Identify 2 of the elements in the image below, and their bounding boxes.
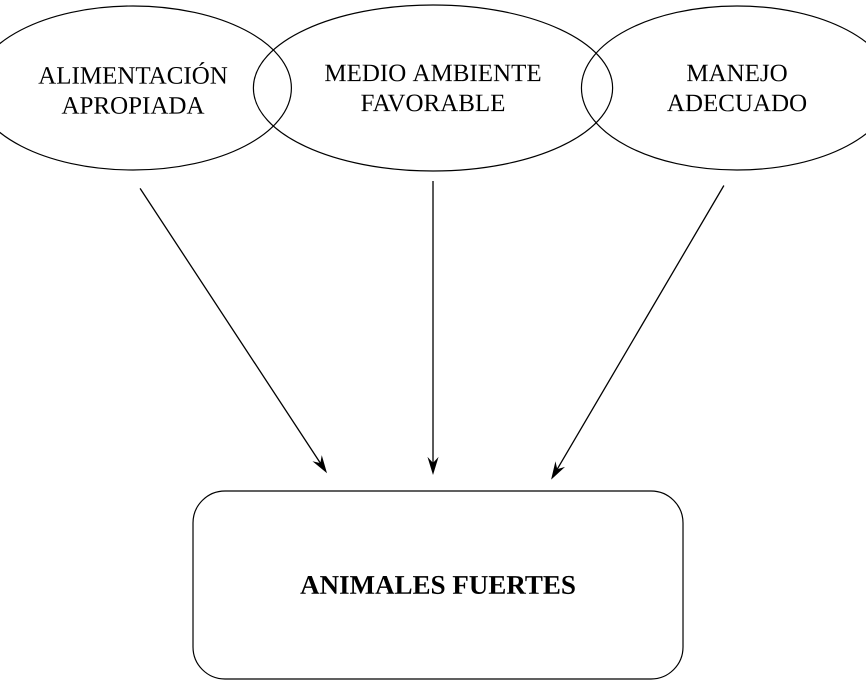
ellipse-node: MEDIO AMBIENTE FAVORABLE bbox=[252, 4, 614, 172]
result-box: ANIMALES FUERTES bbox=[192, 490, 684, 680]
